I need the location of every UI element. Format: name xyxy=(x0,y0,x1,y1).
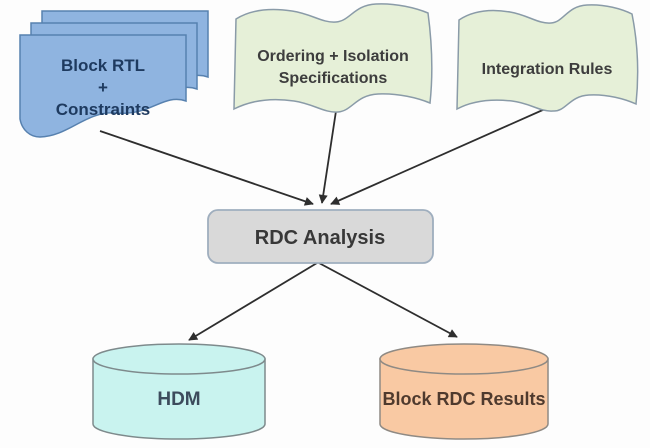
cylinder-block-rdc-results: Block RDC Results xyxy=(379,343,549,440)
wave-shape-integration xyxy=(456,4,639,112)
block-rdc-results-label: Block RDC Results xyxy=(382,389,545,409)
wave-shape-ordering xyxy=(233,3,433,113)
wave-ordering-isolation: Ordering + Isolation Specifications xyxy=(233,3,433,113)
block-rtl-label-line1: Block RTL xyxy=(61,56,145,75)
document-page-front xyxy=(19,34,187,138)
rdc-analysis-box xyxy=(207,209,434,264)
hdm-cylinder-top xyxy=(92,343,266,375)
arrow-rdc-analysis-to-block-rdc-results xyxy=(318,262,458,338)
process-box-rdc-analysis: RDC Analysis xyxy=(207,209,434,264)
arrow-block-rtl-to-rdc-analysis xyxy=(99,130,314,206)
document-stack-block-rtl: Block RTL + Constraints xyxy=(19,10,209,138)
ordering-isolation-label-line2: Specifications xyxy=(279,70,388,87)
arrow-rdc-analysis-to-hdm xyxy=(188,262,318,341)
block-rdc-results-cylinder-top xyxy=(379,343,549,375)
wave-integration-rules: Integration Rules xyxy=(456,4,639,112)
block-rtl-label-line2: + xyxy=(98,78,108,97)
hdm-label: HDM xyxy=(157,389,200,410)
arrow-integration-rules-to-rdc-analysis xyxy=(330,108,546,205)
integration-rules-label: Integration Rules xyxy=(482,61,613,78)
hdm-cylinder-body xyxy=(92,358,266,440)
block-rtl-label-line3: Constraints xyxy=(56,100,150,119)
rdc-analysis-label: RDC Analysis xyxy=(255,227,385,249)
ordering-isolation-label-line1: Ordering + Isolation xyxy=(257,48,409,65)
arrow-ordering-isolation-to-rdc-analysis xyxy=(318,110,337,204)
edges-layer xyxy=(99,108,546,341)
block-rdc-results-cylinder-body xyxy=(379,358,549,440)
cylinder-hdm: HDM xyxy=(92,343,266,440)
